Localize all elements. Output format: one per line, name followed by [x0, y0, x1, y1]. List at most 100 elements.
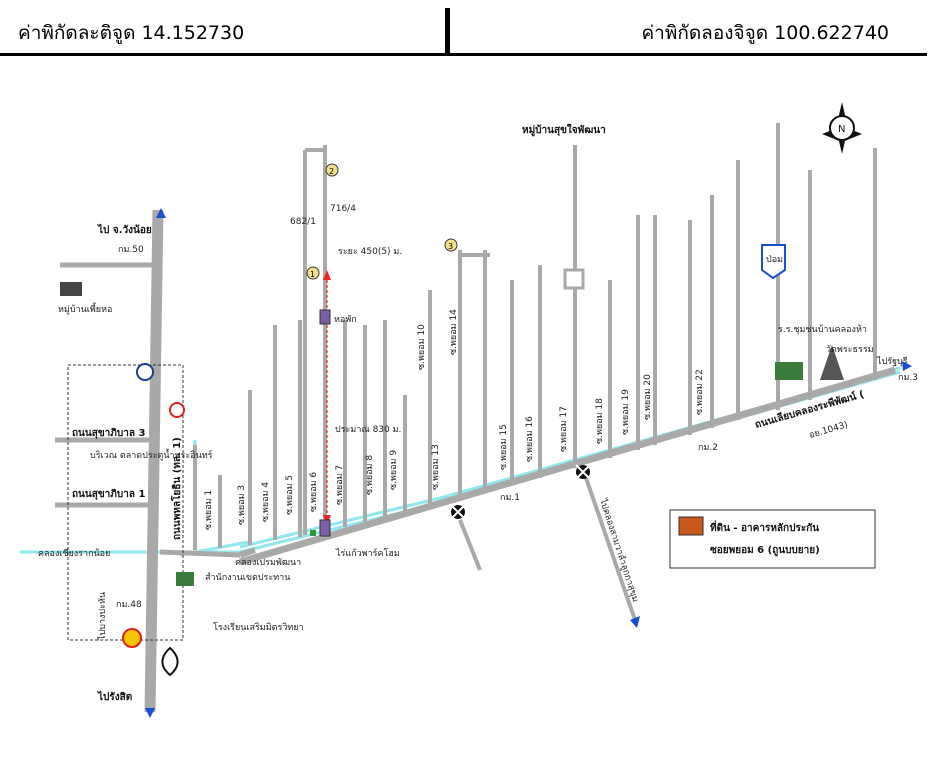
label-km3: กม.3	[898, 373, 918, 383]
label-office: สำนักงานเขตประทาน	[205, 572, 290, 583]
label-soi-14: ซ.พยอม 14	[449, 309, 459, 355]
label-village-right: หมู่บ้านสุขใจพัฒนา	[522, 123, 606, 137]
label-km50: กม.50	[118, 245, 144, 255]
label-soi-19: ซ.พยอม 19	[621, 389, 631, 435]
village-house-icon	[60, 282, 82, 296]
canal-road	[239, 366, 896, 566]
gas-station-icon	[136, 363, 154, 381]
arrow-down-icon	[145, 708, 155, 718]
location-map: N 2 3 1 ไป จ.วังน้อย กม.50 หมู่บ้านเพี้ย…	[20, 102, 918, 718]
label-police: ป่อม	[766, 255, 783, 265]
label-highway: ถนนพหลโยธิน (ทล. 1)	[170, 437, 183, 540]
label-soi-1: ซ.พยอม 1	[204, 490, 214, 530]
label-soi-7: ซ.พยอม 7	[335, 465, 345, 505]
highway-road	[144, 209, 164, 713]
arrow-east-icon	[902, 361, 912, 371]
legend-line-1: ที่ดิน - อาคารหลักประกัน	[710, 520, 819, 534]
route-arrow-icon	[323, 270, 331, 280]
label-soi-15: ซ.พยอม 15	[499, 424, 509, 470]
landmarks	[60, 244, 844, 677]
seven-eleven-icon	[310, 530, 316, 536]
legend-line-2: ซอยพยอม 6 (ถูนบบยาย)	[710, 545, 820, 557]
label-to-rangsit: ไปรังสิต	[97, 690, 132, 703]
intersections	[450, 464, 591, 520]
police-shield-icon	[761, 244, 786, 280]
label-soi-5: ซ.พยอม 5	[285, 475, 295, 515]
label-soi-20: ซ.พยอม 20	[643, 374, 653, 420]
label-to-wangnoi: ไป จ.วังน้อย	[97, 223, 152, 236]
road-connector	[159, 549, 241, 558]
direction-arrows	[145, 208, 912, 718]
intersection-2-icon	[575, 464, 591, 480]
label-km2: กม.2	[698, 443, 718, 453]
label-soi-6: ซ.พยอม 6	[309, 472, 319, 512]
label-soi-17: ซ.พยอม 17	[559, 406, 569, 452]
intersection-1-icon	[450, 504, 466, 520]
road-segment	[239, 547, 256, 558]
label-soi-8: ซ.พยอม 8	[365, 455, 375, 495]
label-km48: กม.48	[116, 600, 142, 610]
label-school-right: ร.ร.ชุมชนบ้านคลองห้า	[778, 324, 867, 335]
label-road-sukhaphiban3: ถนนสุขาภิบาล 3	[72, 427, 145, 439]
label-soi-18: ซ.พยอม 18	[595, 398, 605, 444]
temple-icon	[820, 345, 844, 380]
label-dorm: หอพัก	[334, 315, 357, 325]
marker-2-icon	[325, 163, 339, 177]
label-soi-10: ซ.พยอม 10	[417, 324, 427, 370]
marker-1-icon	[306, 266, 320, 280]
label-soi-13: ซ.พยอม 13	[431, 444, 441, 490]
marker-3-label: 3	[448, 242, 453, 251]
label-to-klong: ไปคลองสามวาลำลูกกาสุขุม	[597, 497, 641, 604]
side-roads-left	[55, 262, 241, 558]
label-road-sukhaphiban1: ถนนสุขาภิบาล 1	[72, 488, 145, 500]
soi-labels: ซ.พยอม 1 ซ.พยอม 3 ซ.พยอม 4 ซ.พยอม 5 ซ.พย…	[204, 309, 705, 530]
compass-icon: N	[822, 102, 862, 154]
coordinates-header: ค่าพิกัดละติจูด 14.152730 ค่าพิกัดลองจิจ…	[0, 0, 947, 58]
label-to-bangpahan: ไปบางปะหัน	[97, 592, 108, 641]
temple-emblem-icon	[161, 646, 179, 677]
arrow-southeast-icon	[630, 616, 640, 628]
label-soi-3: ซ.พยอม 3	[237, 485, 247, 525]
latitude-label: ค่าพิกัดละติจูด 14.152730	[18, 22, 245, 44]
label-dist-830: ประมาณ 830 ม.	[335, 425, 401, 435]
label-temple: วัดพระธรรม	[826, 345, 874, 355]
label-project: ไร่แก้วพาร์คโฮม	[335, 547, 400, 559]
dorm-icon	[319, 309, 331, 325]
label-soi-16: ซ.พยอม 16	[525, 416, 535, 462]
label-canal-rangsit: คลองเชียงรากน้อย	[38, 548, 110, 559]
label-house-6821: 682/1	[290, 217, 316, 227]
label-km1: กม.1	[500, 493, 520, 503]
label-soi-9: ซ.พยอม 9	[389, 450, 399, 490]
label-market: บริเวณ ตลาดประตูน้ำพระอินทร์	[90, 448, 213, 461]
markers: 2 3 1	[306, 163, 458, 280]
legend: ที่ดิน - อาคารหลักประกัน ซอยพยอม 6 (ถูนบ…	[669, 509, 876, 569]
road-south-a	[458, 519, 482, 571]
arrow-up-icon	[156, 208, 166, 218]
marker-2-label: 2	[329, 167, 334, 176]
label-canal-road: คลองเปรมพัฒนา	[235, 558, 301, 568]
compass-n-label: N	[838, 124, 845, 135]
label-soi-22: ซ.พยอม 22	[695, 369, 705, 415]
soi-17-box	[563, 268, 585, 290]
marker-3-icon	[444, 238, 458, 252]
label-dist-450: ระยะ 450(5) ม.	[338, 247, 402, 257]
label-road-canal-2: อย.1043)	[808, 420, 849, 441]
header-divider	[445, 8, 450, 54]
label-village-wanghor: หมู่บ้านเพี้ยหอ	[58, 302, 112, 315]
label-to-right: ไปรัฐบุรี	[876, 356, 908, 367]
shell-icon	[122, 628, 142, 648]
school-right-icon	[775, 362, 803, 380]
legend-swatch	[678, 516, 704, 536]
property-icon	[319, 519, 331, 537]
label-soi-4: ซ.พยอม 4	[261, 482, 271, 522]
road-south-b	[583, 474, 637, 621]
soi-roads	[193, 123, 877, 621]
label-house-7164: 716/4	[330, 204, 356, 214]
legend-box	[669, 509, 876, 569]
marker-1-label: 1	[310, 270, 315, 279]
longitude-label: ค่าพิกัดลองจิจูด 100.622740	[641, 22, 889, 44]
header-underline	[0, 53, 927, 56]
label-school: โรงเรียนเสริมมิตรวิทยา	[213, 622, 304, 633]
mosque-icon	[169, 402, 185, 418]
school-icon	[176, 572, 194, 586]
